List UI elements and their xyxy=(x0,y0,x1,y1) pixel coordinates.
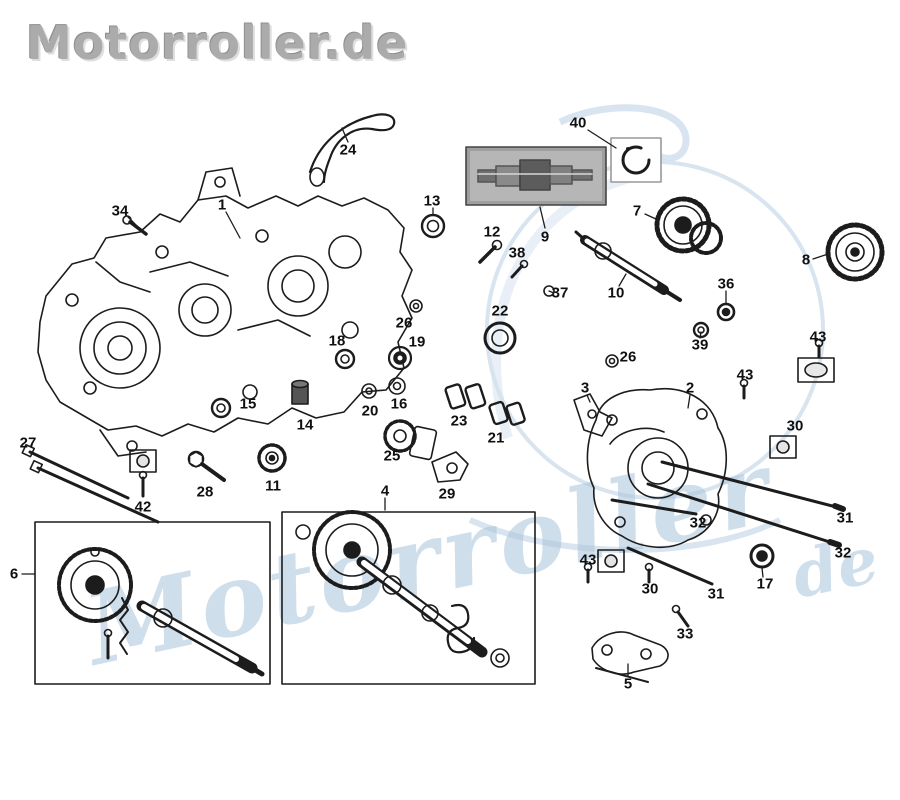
crankcase-left-half xyxy=(37,167,413,457)
gear-8 xyxy=(825,222,885,282)
bracket-part-5 xyxy=(591,631,669,683)
washer-insets xyxy=(129,338,835,584)
crankcase-cover-right xyxy=(586,388,728,549)
inset-box-6 xyxy=(34,521,271,685)
line-art xyxy=(21,113,885,685)
brand-logo: Motorroller.de xyxy=(26,16,409,70)
stud-bolts xyxy=(610,460,846,628)
bracket-part-3 xyxy=(573,393,613,437)
shaft-10 xyxy=(574,230,682,302)
gear-7 xyxy=(654,196,723,255)
circlip-inset-40 xyxy=(610,137,662,183)
small-parts xyxy=(21,213,775,569)
inset-box-4 xyxy=(281,510,536,685)
watermark-suffix-text: de xyxy=(786,523,885,614)
leader-lines xyxy=(21,127,829,677)
breather-pipe-24 xyxy=(308,113,396,187)
shaft-photo-inset xyxy=(465,146,607,206)
